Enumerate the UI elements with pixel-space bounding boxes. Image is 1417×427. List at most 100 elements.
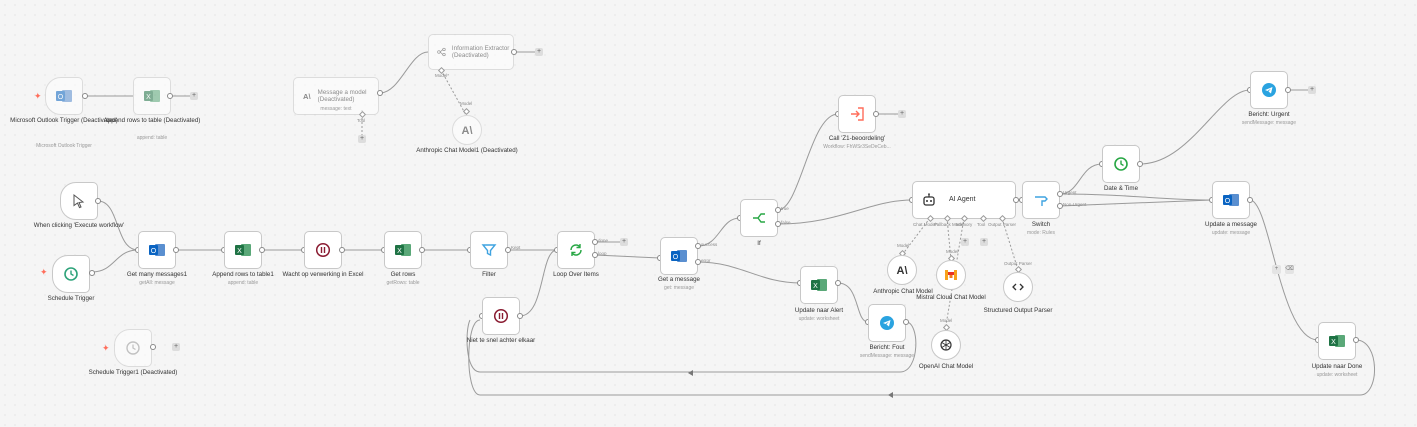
- add-node-button[interactable]: +: [535, 48, 543, 56]
- output-port[interactable]: [903, 319, 909, 325]
- output-port[interactable]: [1285, 87, 1291, 93]
- wire: [91, 249, 139, 273]
- wait-slow-node[interactable]: [482, 297, 520, 335]
- output-port-error[interactable]: [695, 259, 701, 265]
- output-port[interactable]: [150, 344, 156, 350]
- add-node-button[interactable]: +: [1308, 86, 1316, 94]
- output-port-false[interactable]: [775, 221, 781, 227]
- bericht-urgent-node[interactable]: [1250, 71, 1288, 109]
- output-port[interactable]: [377, 90, 383, 96]
- anthropic-model-node[interactable]: A\: [887, 255, 917, 285]
- node-subtitle: message: text: [320, 106, 352, 112]
- output-port[interactable]: [1353, 337, 1359, 343]
- port-label: Model: [940, 318, 953, 323]
- if-node[interactable]: [740, 199, 778, 237]
- add-memory-button[interactable]: +: [961, 238, 969, 246]
- node-subtitle: update: message: [1211, 230, 1251, 236]
- schedule-trigger-node[interactable]: [52, 255, 90, 293]
- output-port[interactable]: [1013, 197, 1019, 203]
- output-port[interactable]: [1137, 161, 1143, 167]
- output-port[interactable]: [835, 280, 841, 286]
- output-port-non-urgent[interactable]: [1057, 203, 1063, 209]
- port-label: Model: [946, 249, 959, 254]
- output-port[interactable]: [95, 198, 101, 204]
- output-port[interactable]: [89, 270, 95, 276]
- get-message-node[interactable]: O: [660, 237, 698, 275]
- output-port[interactable]: [1247, 197, 1253, 203]
- add-node-button[interactable]: +: [190, 92, 198, 100]
- information-extractor-node[interactable]: Information Extractor (Deactivated): [428, 34, 514, 70]
- update-done-node[interactable]: X: [1318, 322, 1356, 360]
- output-port-loop[interactable]: [592, 252, 598, 258]
- delete-connection-icon[interactable]: ⌫: [1285, 265, 1294, 274]
- output-port-success[interactable]: [695, 243, 701, 249]
- output-port[interactable]: [505, 247, 511, 253]
- loop-icon: [570, 244, 582, 256]
- wire: [777, 199, 913, 225]
- output-port[interactable]: [511, 49, 517, 55]
- add-tool-button[interactable]: +: [358, 135, 366, 143]
- clock-icon: [64, 267, 78, 281]
- svg-text:A\: A\: [462, 125, 473, 137]
- outlook-trigger-node[interactable]: O: [45, 77, 83, 115]
- port-label: Kept: [511, 245, 521, 250]
- svg-text:O: O: [151, 248, 157, 255]
- wire: [697, 261, 801, 284]
- output-port-true[interactable]: [775, 207, 781, 213]
- filter-icon: [481, 244, 497, 257]
- mistral-icon: [945, 270, 957, 280]
- append-rows-node[interactable]: X: [133, 77, 171, 115]
- output-port[interactable]: [517, 313, 523, 319]
- arrow: [688, 370, 693, 376]
- output-port-done[interactable]: [592, 239, 598, 245]
- output-port[interactable]: [339, 247, 345, 253]
- structured-parser-node[interactable]: [1003, 272, 1033, 302]
- openai-model-node[interactable]: [931, 330, 961, 360]
- mistral-model-node[interactable]: [936, 260, 966, 290]
- excel-icon: X: [1329, 335, 1345, 347]
- node-subtitle: sendMessage: message: [859, 353, 915, 359]
- add-tool-button[interactable]: +: [980, 238, 988, 246]
- message-model-node[interactable]: A\ Message a model (Deactivated): [293, 77, 379, 115]
- svg-text:A\: A\: [303, 92, 311, 101]
- date-time-node[interactable]: [1102, 145, 1140, 183]
- schedule-trigger1-node[interactable]: [114, 329, 152, 367]
- output-port[interactable]: [173, 247, 179, 253]
- node-subtitle: update: worksheet: [798, 316, 840, 322]
- update-alert-node[interactable]: X: [800, 266, 838, 304]
- output-port[interactable]: [873, 111, 879, 117]
- ai-agent-node[interactable]: AI Agent: [912, 181, 1016, 219]
- get-many-messages-node[interactable]: O: [138, 231, 176, 269]
- add-node-button[interactable]: +: [898, 110, 906, 118]
- add-connection-button[interactable]: +: [1272, 265, 1281, 274]
- output-port-urgent[interactable]: [1057, 191, 1063, 197]
- wire: [97, 200, 139, 251]
- call-z1-node[interactable]: [838, 95, 876, 133]
- loop-over-items-node[interactable]: [557, 231, 595, 269]
- get-rows-node[interactable]: X: [384, 231, 422, 269]
- svg-text:X: X: [1331, 339, 1336, 346]
- switch-node[interactable]: [1022, 181, 1060, 219]
- port-label: Fallback Model: [934, 222, 965, 227]
- output-port[interactable]: [419, 247, 425, 253]
- output-port[interactable]: [82, 93, 88, 99]
- wire: [466, 319, 917, 373]
- sub-wire: [1001, 217, 1019, 271]
- anthropic-model1-node[interactable]: A\: [452, 115, 482, 145]
- wait-excel-node[interactable]: [304, 231, 342, 269]
- append-rows1-node[interactable]: X: [224, 231, 262, 269]
- output-port[interactable]: [167, 93, 173, 99]
- node-label: Call 'Z1-beoordeling': [828, 135, 886, 142]
- add-node-button[interactable]: +: [620, 238, 628, 246]
- workflow-icon: [851, 107, 864, 121]
- node-label: Update naar Done: [1311, 363, 1363, 370]
- bericht-fout-node[interactable]: [868, 304, 906, 342]
- port-label: Model: [897, 243, 910, 248]
- filter-node[interactable]: [470, 231, 508, 269]
- add-node-button[interactable]: +: [172, 343, 180, 351]
- svg-text:X: X: [146, 94, 151, 101]
- output-port[interactable]: [259, 247, 265, 253]
- update-message-node[interactable]: O: [1212, 181, 1250, 219]
- manual-trigger-node[interactable]: [60, 182, 98, 220]
